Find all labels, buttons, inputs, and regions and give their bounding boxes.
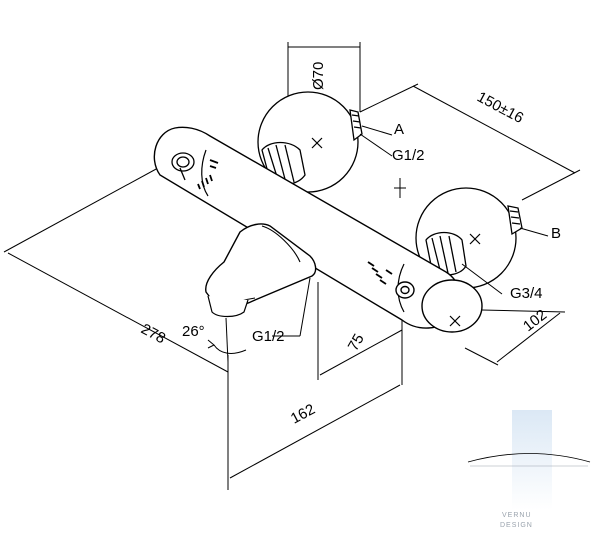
- watermark-line2: DESIGN: [500, 522, 533, 529]
- watermark-logo: VERNU DESIGN: [467, 410, 591, 529]
- label-connection-a: A: [394, 121, 404, 138]
- label-length: 278: [138, 321, 168, 348]
- label-angle: 26°: [182, 323, 205, 340]
- label-thread-spout: G1/2: [252, 328, 285, 345]
- leader-lines: [272, 125, 549, 337]
- label-width: 162: [288, 401, 318, 428]
- label-centers: 150±16: [474, 89, 526, 127]
- left-scale-marks: [197, 159, 219, 190]
- angle-arc: [207, 317, 247, 363]
- label-thread-top: G1/2: [392, 147, 425, 164]
- right-nut: [425, 231, 467, 276]
- label-thread-outlet: G3/4: [510, 285, 543, 302]
- right-scale-marks: [367, 261, 393, 285]
- flow-knob: [171, 152, 195, 181]
- watermark-line1: VERNU: [502, 512, 532, 519]
- label-spout-offset: 75: [345, 331, 368, 354]
- spout: [205, 223, 317, 318]
- label-connection-b: B: [551, 225, 561, 242]
- label-diameter: Ø70: [310, 62, 327, 90]
- temperature-knob: [395, 279, 483, 333]
